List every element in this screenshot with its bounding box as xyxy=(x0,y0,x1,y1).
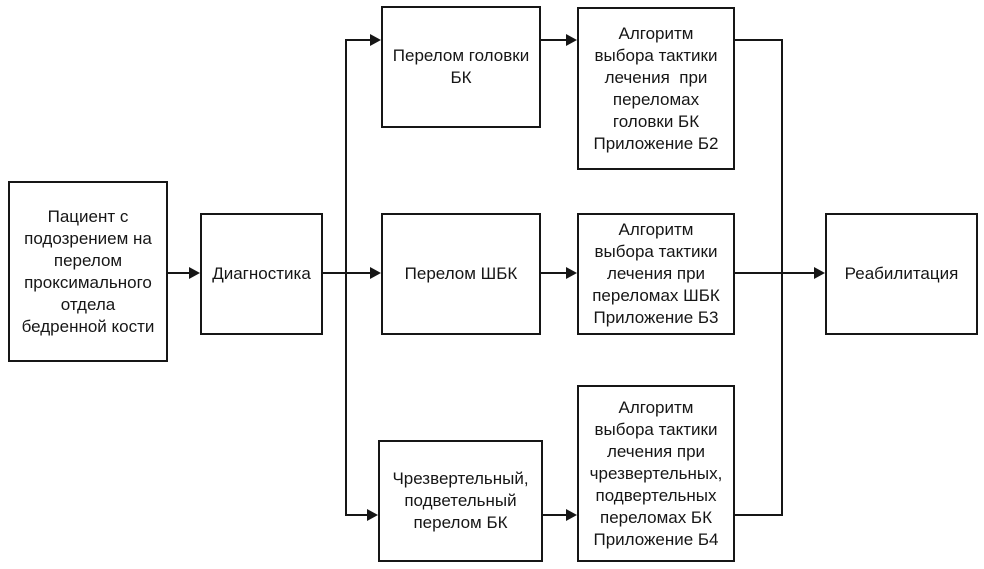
node-algorithm-b4: Алгоритм выбора тактики лечения при чрез… xyxy=(577,385,735,562)
branch-vertical-line xyxy=(345,39,347,516)
connector-head-algorithm-b2 xyxy=(541,39,567,41)
arrowhead-into-algorithm-b4 xyxy=(566,509,577,521)
node-fracture-neck: Перелом ШБК xyxy=(381,213,541,335)
connector-patient-diagnostics xyxy=(168,272,190,274)
node-patient: Пациент с подозрением на перелом проксим… xyxy=(8,181,168,362)
connector-neck-algorithm-b3 xyxy=(541,272,567,274)
connector-algorithm-b2-collector xyxy=(735,39,783,41)
node-algorithm-b2: Алгоритм выбора тактики лечения при пере… xyxy=(577,7,735,170)
arrowhead-into-rehabilitation xyxy=(814,267,825,279)
node-diagnostics: Диагностика xyxy=(200,213,323,335)
connector-diagnostics-neck xyxy=(323,272,371,274)
node-fracture-trochanteric: Чрезвертельный, подветельный перелом БК xyxy=(378,440,543,562)
node-fracture-head: Перелом головки БК xyxy=(381,6,541,128)
node-rehabilitation: Реабилитация xyxy=(825,213,978,335)
arrowhead-into-fracture-trochanteric xyxy=(367,509,378,521)
connector-algorithm-b3-rehabilitation xyxy=(735,272,814,274)
collector-vertical-line xyxy=(781,39,783,516)
arrowhead-into-algorithm-b2 xyxy=(566,34,577,46)
arrowhead-into-fracture-neck xyxy=(370,267,381,279)
connector-trochanteric-algorithm-b4 xyxy=(543,514,567,516)
arrowhead-into-diagnostics xyxy=(189,267,200,279)
node-algorithm-b3: Алгоритм выбора тактики лечения при пере… xyxy=(577,213,735,335)
connector-branch-head xyxy=(345,39,371,41)
arrowhead-into-algorithm-b3 xyxy=(566,267,577,279)
arrowhead-into-fracture-head xyxy=(370,34,381,46)
connector-algorithm-b4-collector xyxy=(735,514,783,516)
connector-branch-trochanteric xyxy=(345,514,368,516)
